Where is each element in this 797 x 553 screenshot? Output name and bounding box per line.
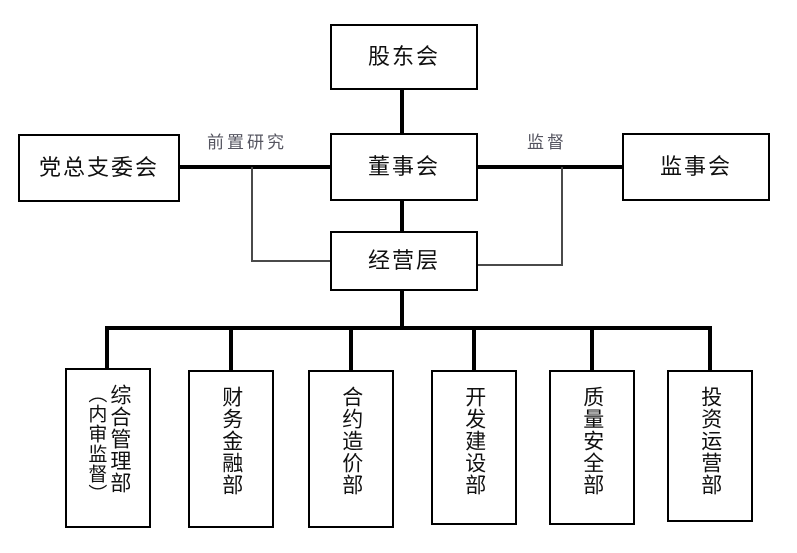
- department-5-label: 质量安全部: [580, 386, 604, 496]
- department-3-label: 合约造价部: [339, 386, 363, 496]
- node-department-finance[interactable]: 财务金融部: [188, 370, 274, 528]
- connector-management-to-bus: [400, 289, 404, 329]
- department-5-text: 质量安全部: [580, 386, 604, 496]
- department-4-label: 开发建设部: [462, 386, 486, 496]
- department-6-text: 投资运营部: [698, 386, 722, 496]
- node-department-development-construction[interactable]: 开发建设部: [431, 370, 517, 525]
- node-management-label: 经营层: [367, 248, 440, 274]
- connector-shareholders-to-board: [400, 88, 404, 136]
- connector-bus-to-department-5: [590, 326, 594, 370]
- node-department-quality-safety[interactable]: 质量安全部: [549, 370, 635, 525]
- connector-supervisors-elbow-horizontal: [476, 264, 563, 266]
- department-2-label: 财务金融部: [219, 386, 243, 496]
- connector-bus-to-department-1: [105, 326, 109, 370]
- connector-bus-to-department-4: [472, 326, 476, 370]
- connector-bus-to-department-6: [708, 326, 712, 370]
- node-department-contract-costing[interactable]: 合约造价部: [308, 370, 394, 528]
- node-party-committee-label: 党总支委会: [38, 155, 159, 181]
- connector-party-elbow-vertical: [251, 167, 253, 262]
- node-department-comprehensive-management[interactable]: 综合管理部 （内审监督）: [65, 368, 151, 528]
- connector-party-elbow-horizontal: [251, 260, 332, 262]
- connector-supervisors-elbow-vertical: [561, 167, 563, 266]
- connector-board-to-management: [400, 199, 404, 233]
- node-board-of-directors-label: 董事会: [367, 154, 440, 180]
- department-1-text: 综合管理部 （内审监督）: [85, 384, 131, 504]
- connector-department-bus: [105, 326, 712, 330]
- edge-label-supervision: 监督: [527, 133, 567, 152]
- department-2-text: 财务金融部: [219, 386, 243, 496]
- department-1-sublabel: （内审监督）: [85, 384, 107, 504]
- node-party-committee[interactable]: 党总支委会: [18, 134, 180, 202]
- node-management[interactable]: 经营层: [330, 231, 478, 291]
- department-3-text: 合约造价部: [339, 386, 363, 496]
- edge-label-pre-research: 前置研究: [207, 133, 287, 152]
- node-shareholders-label: 股东会: [367, 44, 440, 70]
- node-board-of-directors[interactable]: 董事会: [330, 133, 478, 201]
- connector-bus-to-department-2: [229, 326, 233, 370]
- department-1-label: 综合管理部: [107, 384, 131, 494]
- connector-party-to-board: [178, 165, 334, 169]
- department-6-label: 投资运营部: [698, 386, 722, 496]
- department-4-text: 开发建设部: [462, 386, 486, 496]
- connector-board-to-supervisors: [476, 165, 624, 169]
- node-board-of-supervisors-label: 监事会: [659, 154, 732, 180]
- node-department-investment-operations[interactable]: 投资运营部: [667, 370, 753, 522]
- node-shareholders[interactable]: 股东会: [330, 24, 478, 90]
- connector-bus-to-department-3: [349, 326, 353, 370]
- node-board-of-supervisors[interactable]: 监事会: [622, 133, 770, 201]
